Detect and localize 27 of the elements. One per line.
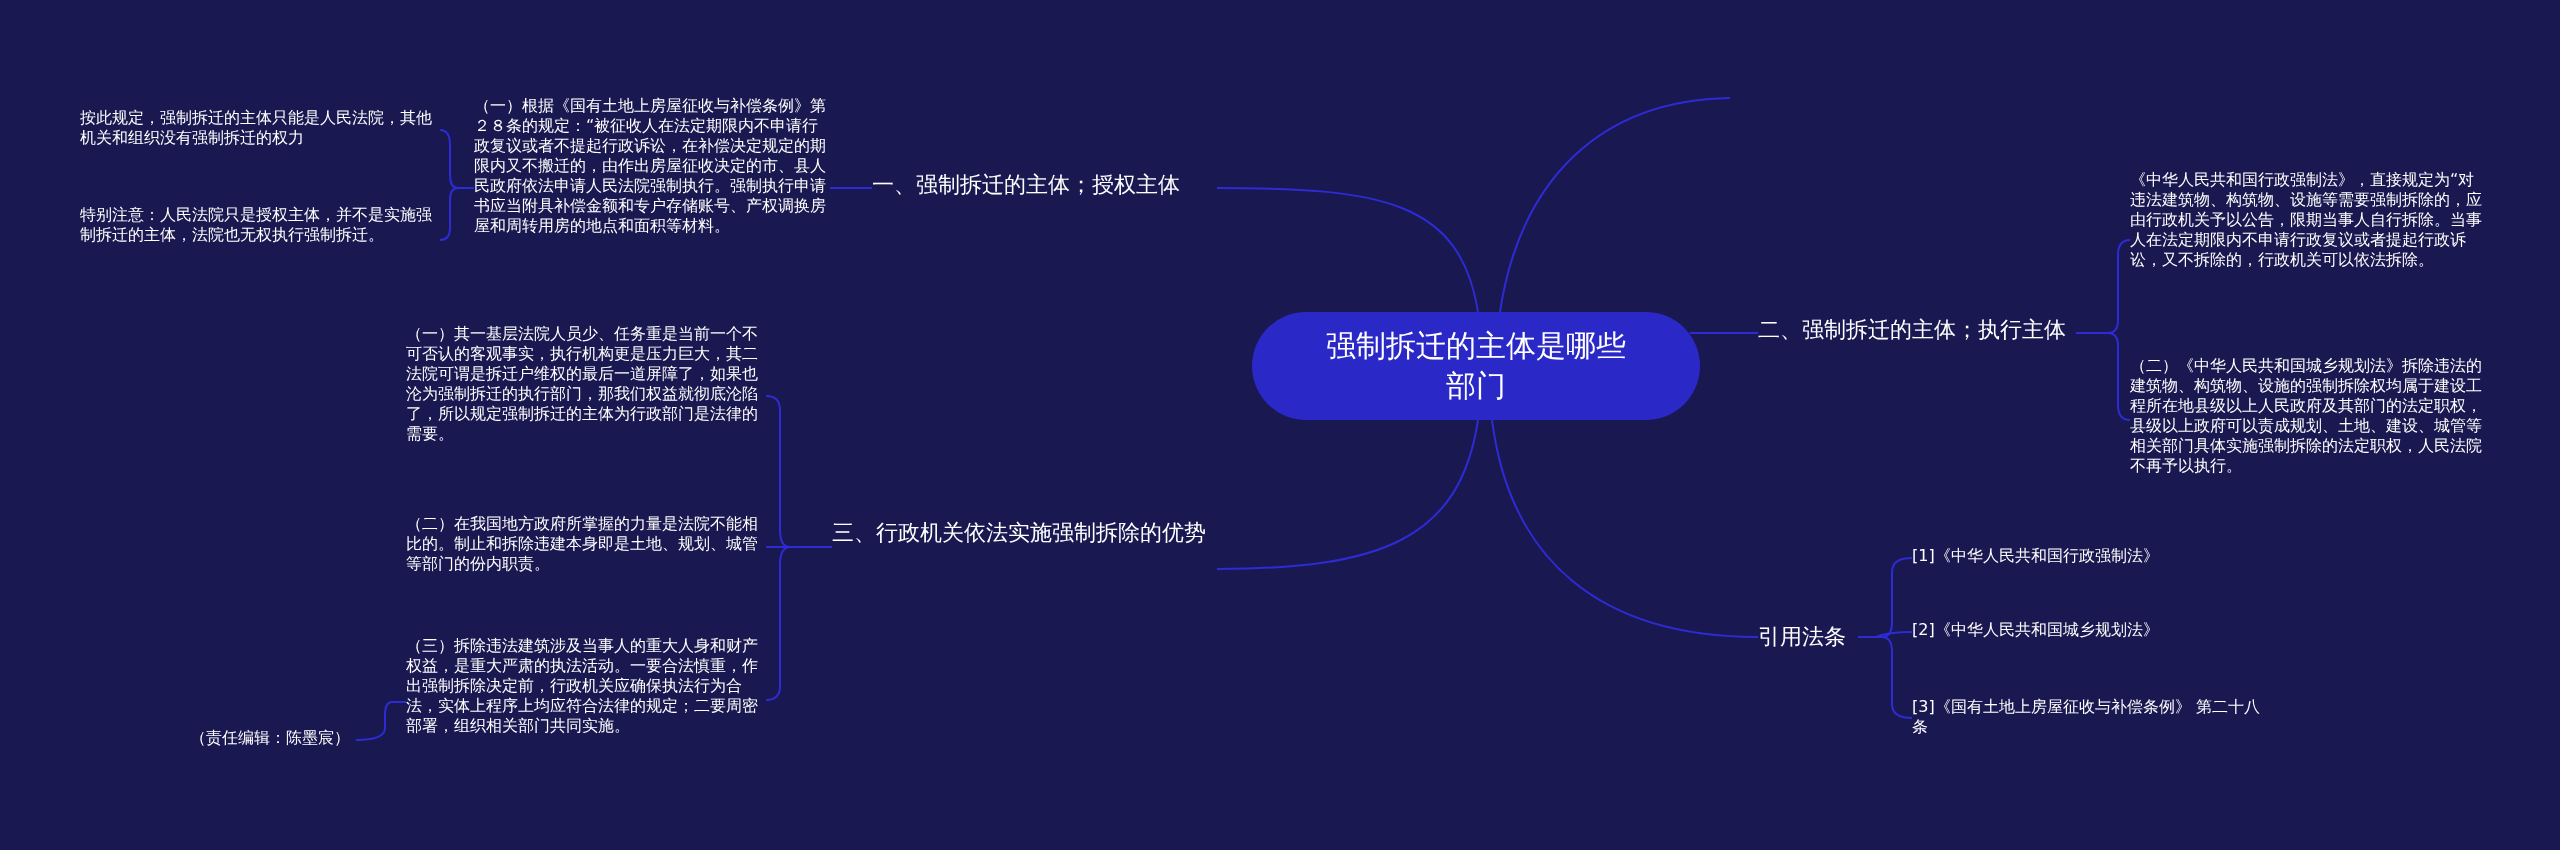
leaf-text: （三）拆除违法建筑涉及当事人的重大人身和财产权益，是重大严肃的执法活动。一要合法慎重，作出强制拆除决定前，行政机关应确保执法行为合法，实体上程序上均应符合法律的规定；二要周密部署，组织相关部门共同实施。 [406,636,766,736]
branch-topic: 引用法条 [1758,622,1858,652]
reference-text: [2]《中华人民共和国城乡规划法》 [1912,620,2232,640]
connector-line [1216,419,1479,570]
branch-topic: 三、行政机关依法实施强制拆除的优势 [832,518,1217,548]
connector-line [1689,332,1759,334]
leaf-text: （一）其一基层法院人员少、任务重是当前一个不可否认的客观事实，执行机构更是压力巨大，其二法院可谓是拆迁户维权的最后一道屏障了，如果也沦为强制拆迁的执行部门，那我们权益就彻底沦陷了，所以规定强制拆迁的主体为行政部门是法律的需要。 [406,324,766,444]
connector-line [1216,187,1479,313]
central-topic-pill: 强制拆迁的主体是哪些部门 [1252,312,1700,420]
leaf-text: （一）根据《国有土地上房屋征收与补偿条例》第２８条的规定：“被征收人在法定期限内不申请行政复议或者不提起行政诉讼，在补偿决定规定的期限内又不搬迁的，由作出房屋征收决定的市、县人民政府依法申请人民法院强制执行。强制执行申请书应当附具补偿金额和专户存储账号、产权调换房屋和周转用房的地点和面积等材料。 [474,96,830,236]
leaf-text: 《中华人民共和国行政强制法》，直接规定为“对违法建筑物、构筑物、设施等需要强制拆除的，应由行政机关予以公告，限期当事人自行拆除。当事人在法定期限内不申请行政复议或者提起行政诉讼，又不拆除的，行政机关可以依法拆除。 [2130,170,2486,270]
leaf-text: （二）《中华人民共和国城乡规划法》拆除违法的建筑物、构筑物、设施的强制拆除权均属于建设工程所在地县级以上人民政府及其部门的法定职权，县级以上政府可以责成规划、土地、建设、城管等相关部门具体实施强制拆除的法定职权，人民法院不再予以执行。 [2130,356,2486,476]
branch-topic: 一、强制拆迁的主体；授权主体 [872,170,1217,200]
leaf-text: （二）在我国地方政府所掌握的力量是法院不能相比的。制止和拆除违建本身即是土地、规划、城管等部门的份内职责。 [406,514,766,574]
leaf-text: 按此规定，强制拆迁的主体只能是人民法院，其他机关和组织没有强制拆迁的权力 [80,108,440,148]
branch-topic: 二、强制拆迁的主体；执行主体 [1758,315,2076,345]
connector-line [355,701,407,741]
reference-text: [3]《国有土地上房屋征收与补偿条例》 第二十八条 [1912,697,2272,737]
connector-line [1499,97,1731,313]
connector-line [1491,419,1759,638]
connector-line [765,546,833,701]
connector-line [439,187,475,241]
editor-note: （责任编辑：陈墨宸） [190,728,356,748]
leaf-text: 特别注意：人民法院只是授权主体，并不是实施强制拆迁的主体，法院也无权执行强制拆迁。 [80,205,440,245]
connector-line [829,187,873,189]
connector-line [2075,332,2131,421]
reference-text: [1]《中华人民共和国行政强制法》 [1912,546,2232,566]
